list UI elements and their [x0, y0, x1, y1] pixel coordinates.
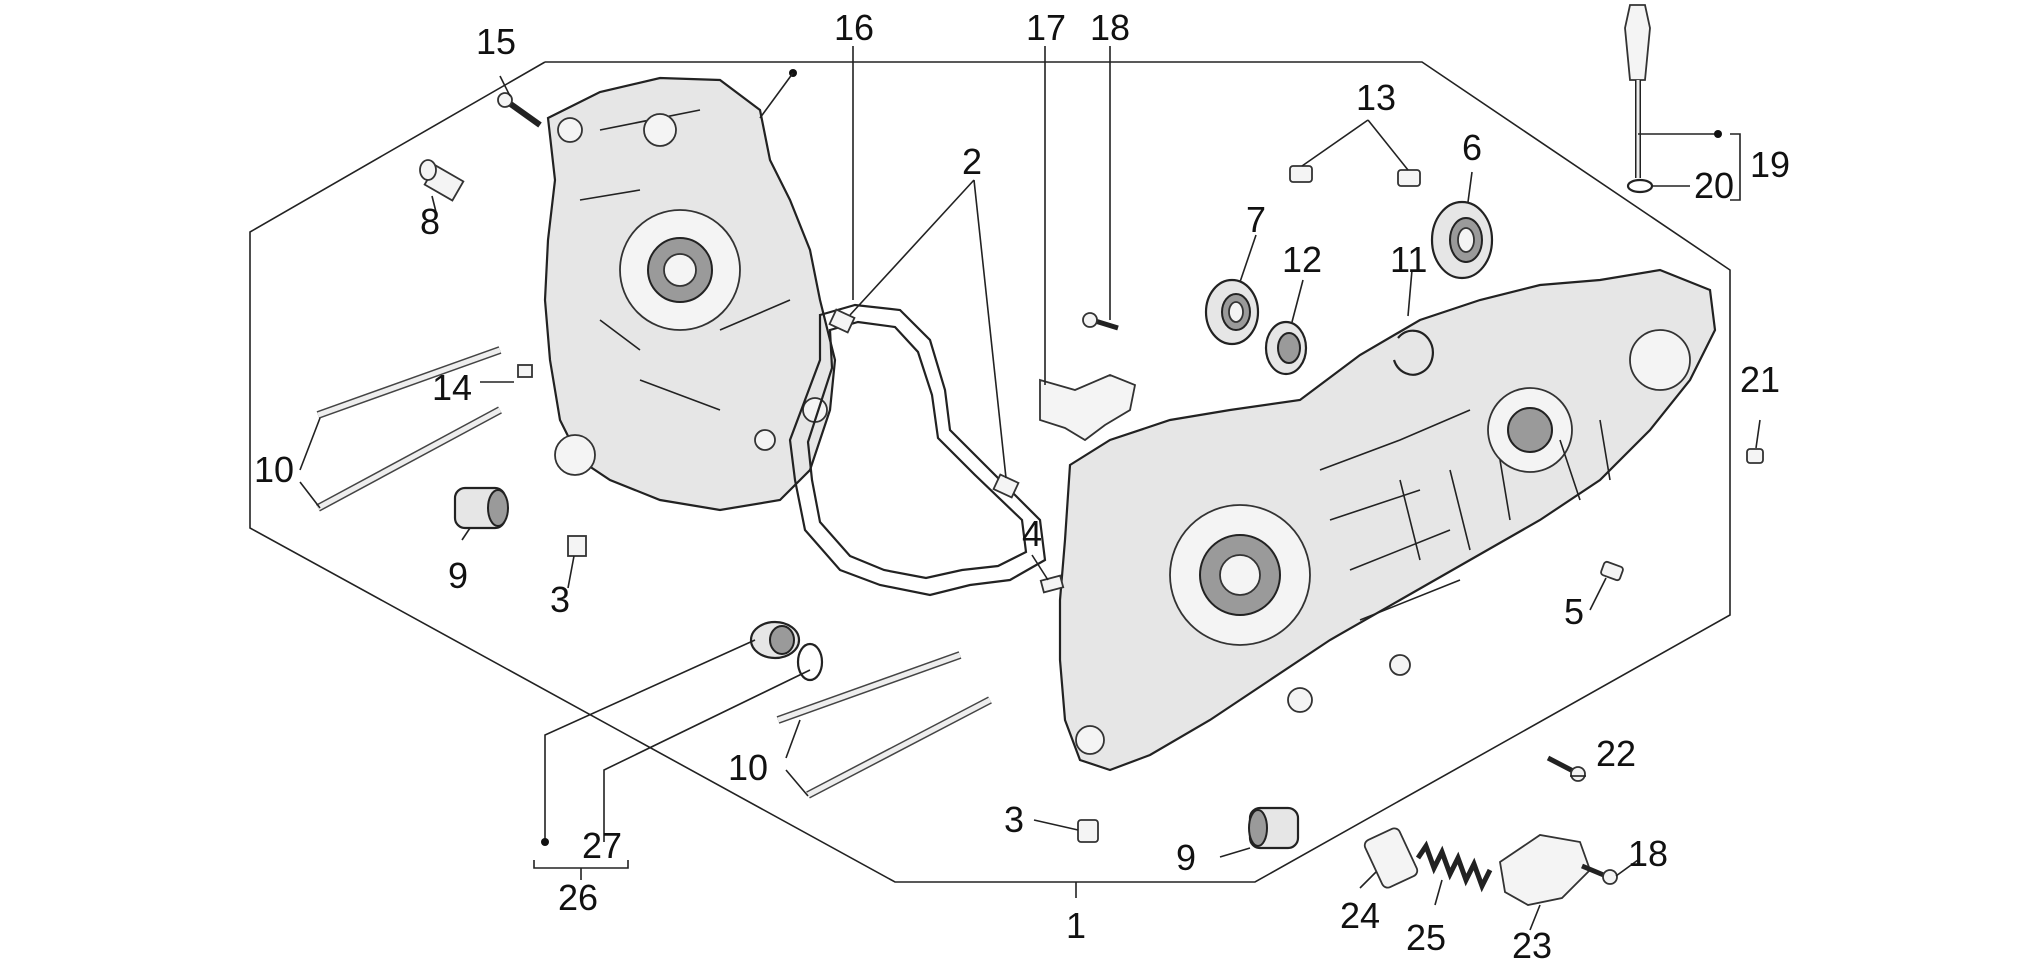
oring-20 — [1626, 178, 1654, 194]
piston-24 — [1363, 827, 1419, 889]
bearing-7 — [1204, 278, 1260, 346]
bolt-15 — [497, 92, 542, 128]
callout-9-left: 9 — [448, 555, 468, 596]
dowel-3-bottom — [1077, 819, 1099, 843]
callout-10-left: 10 — [254, 449, 294, 490]
callout-20: 20 — [1694, 165, 1734, 206]
callout-17: 17 — [1026, 7, 1066, 48]
callout-2: 2 — [962, 141, 982, 182]
pin-14 — [517, 364, 533, 378]
plate-17 — [1039, 374, 1137, 442]
callout-10-bottom: 10 — [728, 747, 768, 788]
callout-13: 13 — [1356, 77, 1396, 118]
leader-lines — [299, 46, 1761, 931]
callout-18-bottom: 18 — [1628, 833, 1668, 874]
callout-9-bottom: 9 — [1176, 837, 1196, 878]
callout-24: 24 — [1340, 895, 1380, 936]
assembly-outline-1 — [249, 61, 1731, 883]
bearing-12 — [1264, 320, 1308, 376]
pin-5 — [1600, 560, 1624, 582]
callout-1: 1 — [1066, 905, 1086, 946]
callout-11: 11 — [1390, 239, 1427, 280]
callout-25: 25 — [1406, 917, 1446, 958]
screw-18-top — [1082, 312, 1119, 331]
callout-18-top: 18 — [1090, 7, 1130, 48]
callout-21: 21 — [1740, 359, 1780, 400]
callout-22: 22 — [1596, 733, 1636, 774]
callout-12: 12 — [1282, 239, 1322, 280]
callout-7: 7 — [1246, 199, 1266, 240]
plug-21 — [1746, 448, 1764, 464]
left-crankcase-half — [543, 76, 837, 512]
callout-4: 4 — [1022, 513, 1042, 554]
spring-25 — [1415, 840, 1493, 893]
dowel-2a — [828, 308, 856, 334]
dowel-3-left — [567, 535, 587, 557]
bolt-22 — [1546, 755, 1586, 782]
callout-27: 27 — [582, 825, 622, 866]
callout-6: 6 — [1462, 127, 1482, 168]
callout-26: 26 — [558, 877, 598, 918]
callout-8: 8 — [420, 201, 440, 242]
callout-3-left: 3 — [550, 579, 570, 620]
callout-15: 15 — [476, 21, 516, 62]
right-crankcase-half — [1058, 268, 1717, 772]
callout-23: 23 — [1512, 925, 1552, 961]
bushing-13b — [1397, 169, 1421, 187]
callout-3-bottom: 3 — [1004, 799, 1024, 840]
studs-10-bottom — [776, 651, 992, 799]
dowel-2b — [992, 473, 1020, 499]
bushing-13a — [1289, 165, 1313, 183]
studs-10-left — [316, 346, 502, 512]
bearing-6 — [1430, 200, 1494, 280]
bushing-9-bottom — [1248, 806, 1300, 850]
bushing-9-left — [453, 486, 509, 530]
callout-19: 19 — [1750, 144, 1790, 185]
callout-14: 14 — [432, 367, 472, 408]
cover-plate-23 — [1499, 834, 1592, 906]
screw-18-bottom — [1581, 863, 1618, 885]
pin-4 — [1039, 574, 1065, 594]
gasket-16 — [788, 303, 1047, 597]
callout-16: 16 — [834, 7, 874, 48]
dipstick-19 — [1624, 4, 1651, 178]
dowel-8 — [419, 159, 465, 202]
callout-5: 5 — [1564, 591, 1584, 632]
drain-plug-27 — [749, 620, 824, 682]
circlip-11 — [1392, 329, 1434, 376]
